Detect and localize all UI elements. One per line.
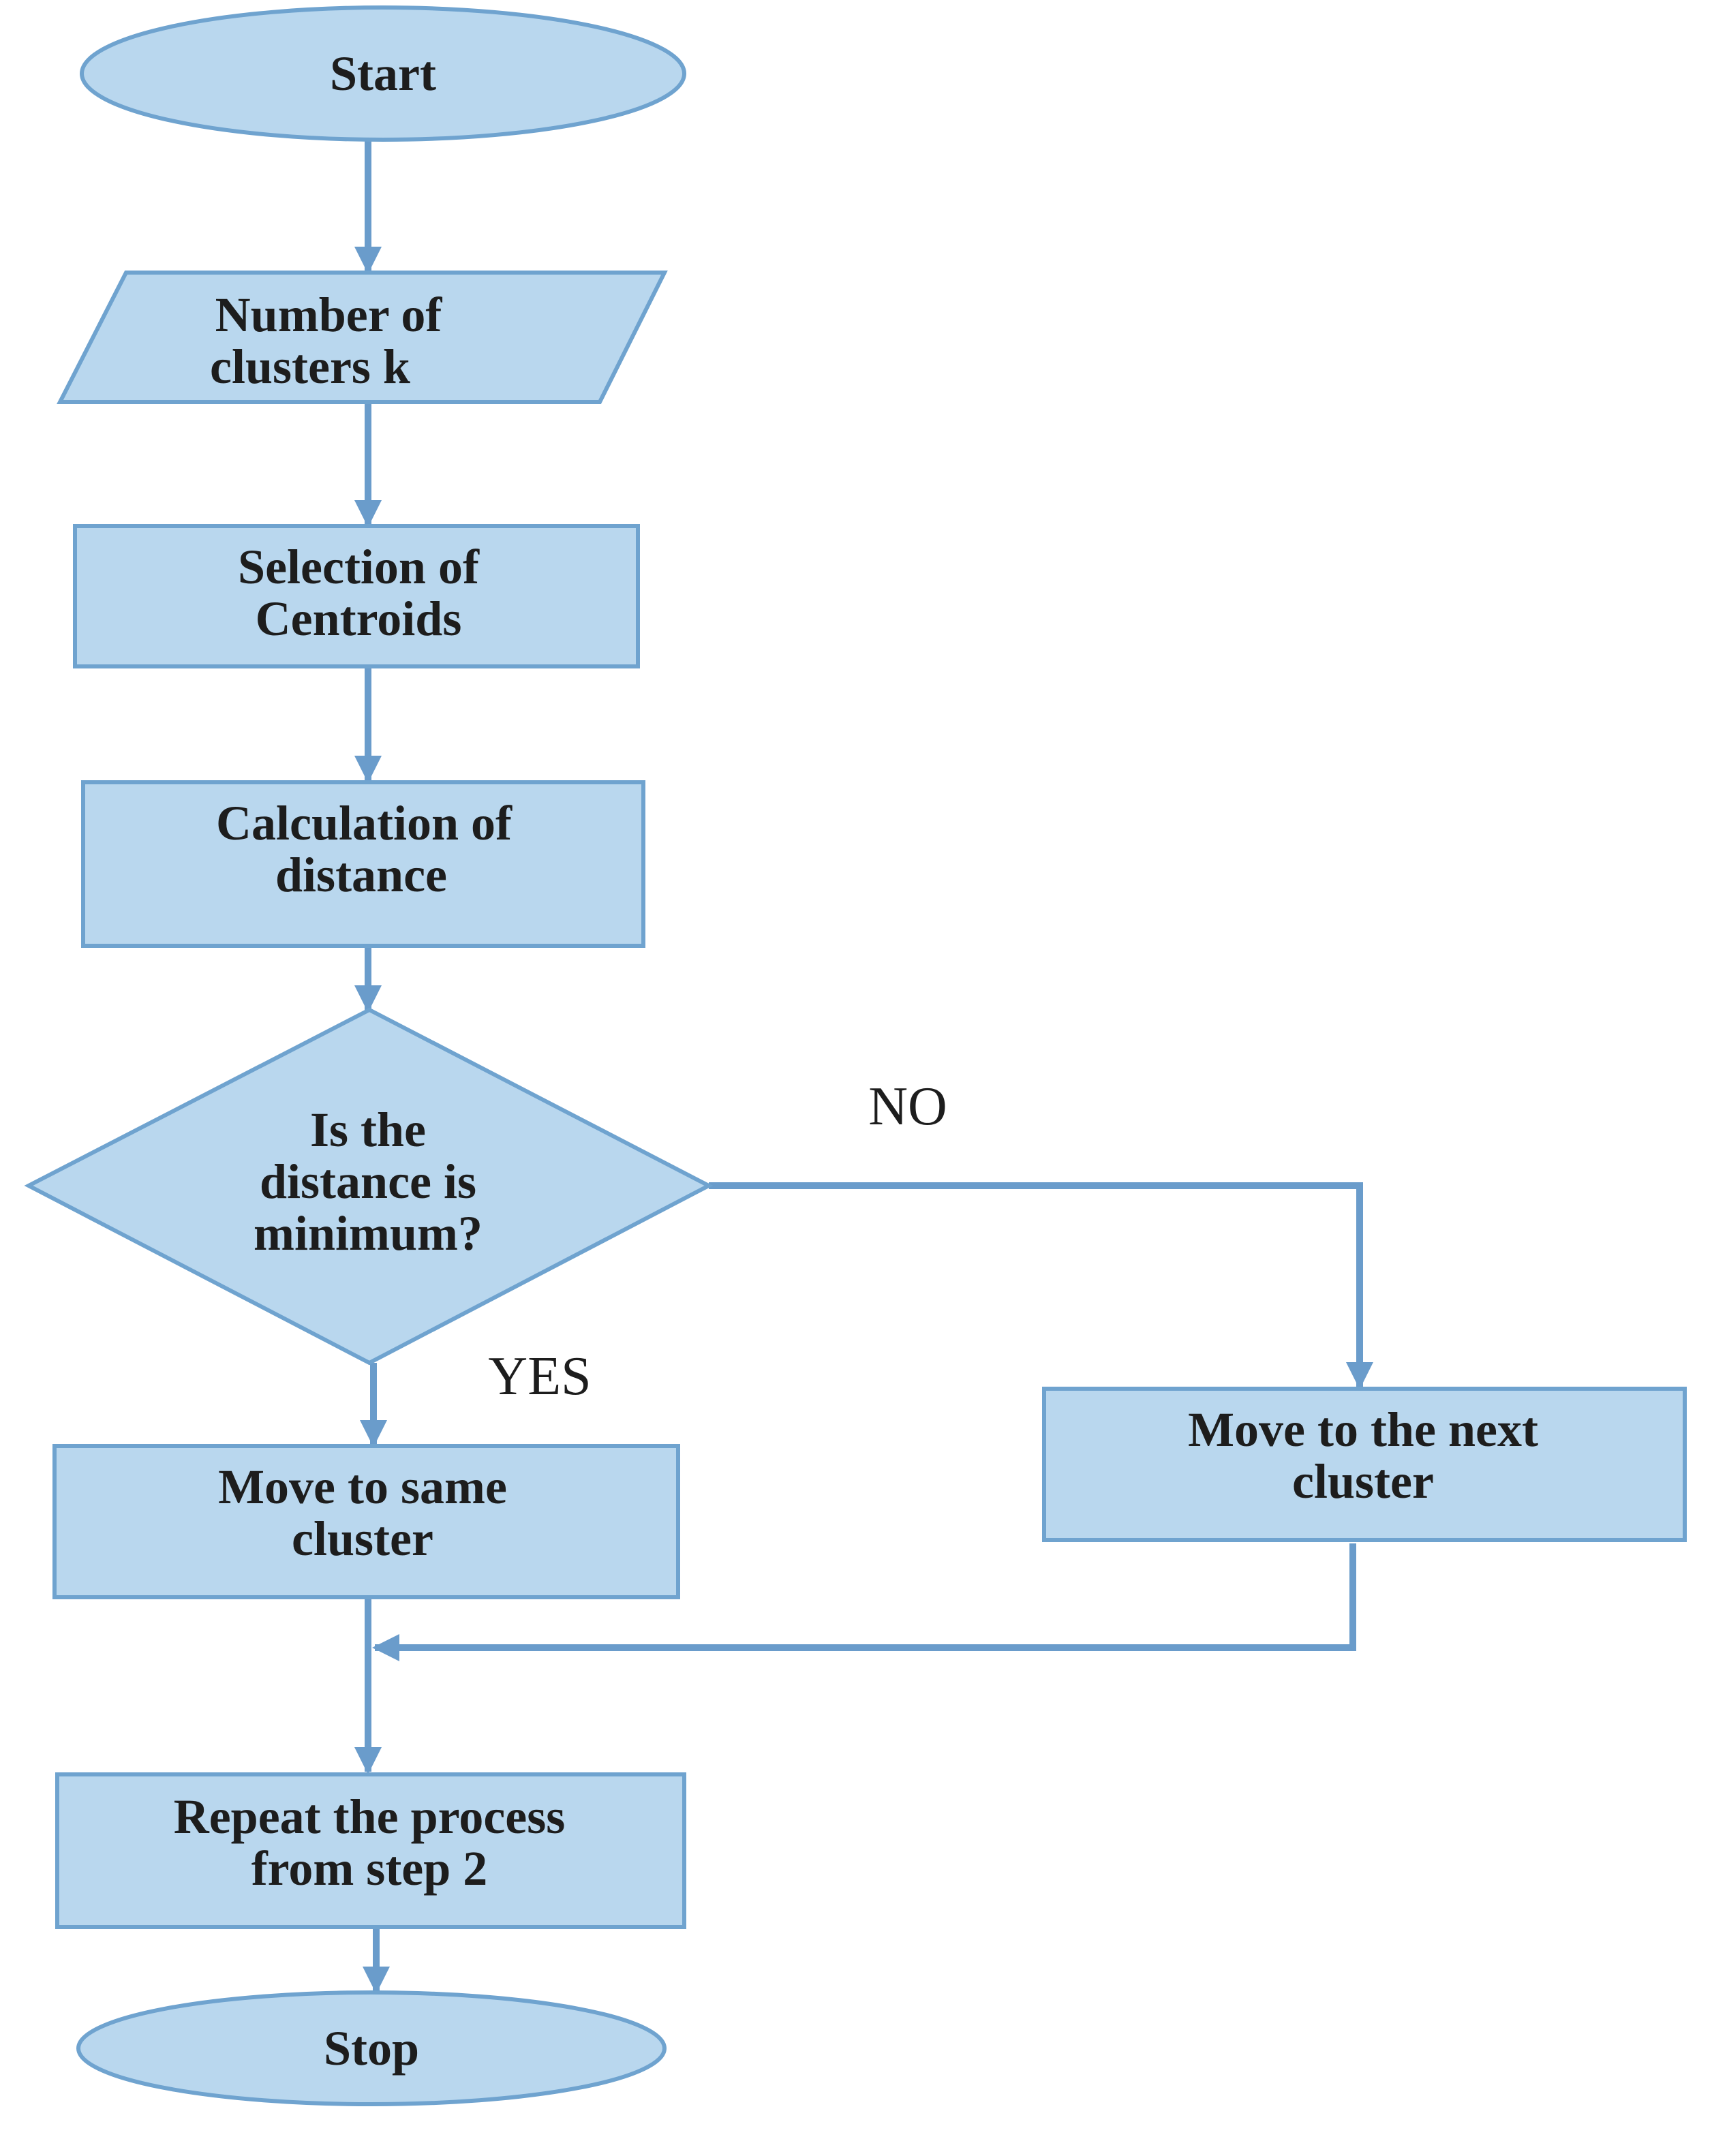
connector-decision-to-next <box>709 1182 1373 1389</box>
input-parallelogram: Number of clusters k <box>57 271 668 404</box>
start-shape <box>80 5 686 142</box>
same-process-box: Move to same cluster <box>52 1444 680 1599</box>
no-edge-label: NO <box>868 1077 947 1137</box>
stop-terminator: Stop <box>76 1990 667 2106</box>
stop-label: Stop <box>324 2021 419 2076</box>
stop-shape <box>76 1990 667 2106</box>
calc-label-line1: Calculation of <box>216 796 513 850</box>
decision-label-line1: Is the <box>310 1103 426 1157</box>
connector-next-to-merge <box>372 1543 1356 1661</box>
input-label-line1: Number of <box>215 288 443 342</box>
calc-process-box: Calculation of distance <box>81 780 645 948</box>
input-shape <box>57 271 668 404</box>
calc-label-line2: distance <box>275 848 447 902</box>
next-process-box: Move to the next cluster <box>1042 1387 1687 1542</box>
yes-edge-label: YES <box>488 1346 591 1406</box>
input-label-line2: clusters k <box>210 339 410 394</box>
select-label-line2: Centroids <box>256 591 462 646</box>
connectors <box>354 140 1373 1994</box>
repeat-label-line1: Repeat the process <box>174 1789 566 1844</box>
decision-shape <box>24 1007 714 1366</box>
decision-label-line2: distance is <box>260 1154 476 1209</box>
decision-label-line3: minimum? <box>254 1206 483 1261</box>
select-shape <box>73 524 640 668</box>
select-label-line1: Selection of <box>238 540 480 594</box>
repeat-shape <box>55 1772 686 1929</box>
same-shape <box>52 1444 680 1599</box>
next-label-line1: Move to the next <box>1188 1402 1538 1457</box>
decision-diamond: Is the distance is minimum? <box>24 1007 714 1366</box>
select-process-box: Selection of Centroids <box>73 524 640 668</box>
start-label: Start <box>330 46 436 101</box>
same-label-line2: cluster <box>292 1511 433 1566</box>
start-terminator: Start <box>80 5 686 142</box>
calc-shape <box>81 780 645 948</box>
repeat-process-box: Repeat the process from step 2 <box>55 1772 686 1929</box>
next-shape <box>1042 1387 1687 1542</box>
repeat-label-line2: from step 2 <box>251 1841 488 1896</box>
next-label-line2: cluster <box>1292 1454 1434 1509</box>
same-label-line1: Move to same <box>218 1460 507 1514</box>
